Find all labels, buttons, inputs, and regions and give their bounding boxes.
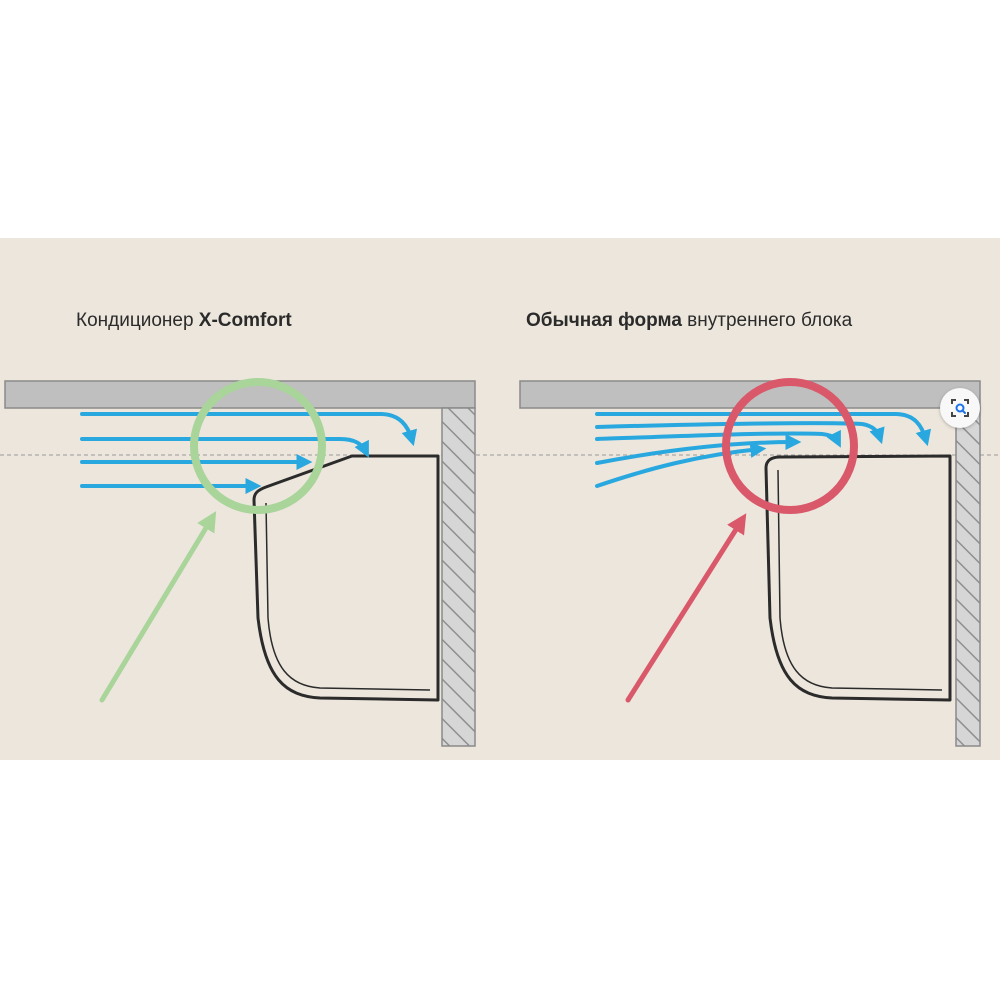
ac-unit-left	[252, 454, 440, 702]
pointer-arrow-left	[99, 511, 217, 703]
wall-left	[441, 407, 476, 747]
airflow-line	[595, 412, 932, 447]
airflow-line	[595, 434, 802, 465]
highlight-circle-left	[190, 378, 326, 514]
diagram-left	[4, 378, 476, 747]
title-regular-unit: Обычная форма внутреннего блока	[526, 310, 853, 331]
ac-unit-right	[764, 454, 952, 702]
airflow-diagram	[0, 378, 1000, 747]
pointer-arrow-right	[625, 513, 747, 703]
lens-search-button[interactable]	[940, 388, 980, 428]
airflow-line	[80, 437, 369, 458]
title-x-comfort: Кондиционер X-Comfort	[76, 310, 292, 331]
diagram-panel: Кондиционер X-Comfort Обычная форма внут…	[0, 238, 1000, 760]
airflow-line	[80, 412, 418, 447]
airflow-line	[595, 429, 841, 448]
airflow-line	[595, 421, 885, 445]
airflow-line	[595, 441, 767, 488]
lens-search-icon	[951, 399, 969, 417]
wall-right	[955, 407, 981, 747]
highlight-circle-right	[722, 378, 858, 514]
diagram-right	[519, 378, 981, 747]
